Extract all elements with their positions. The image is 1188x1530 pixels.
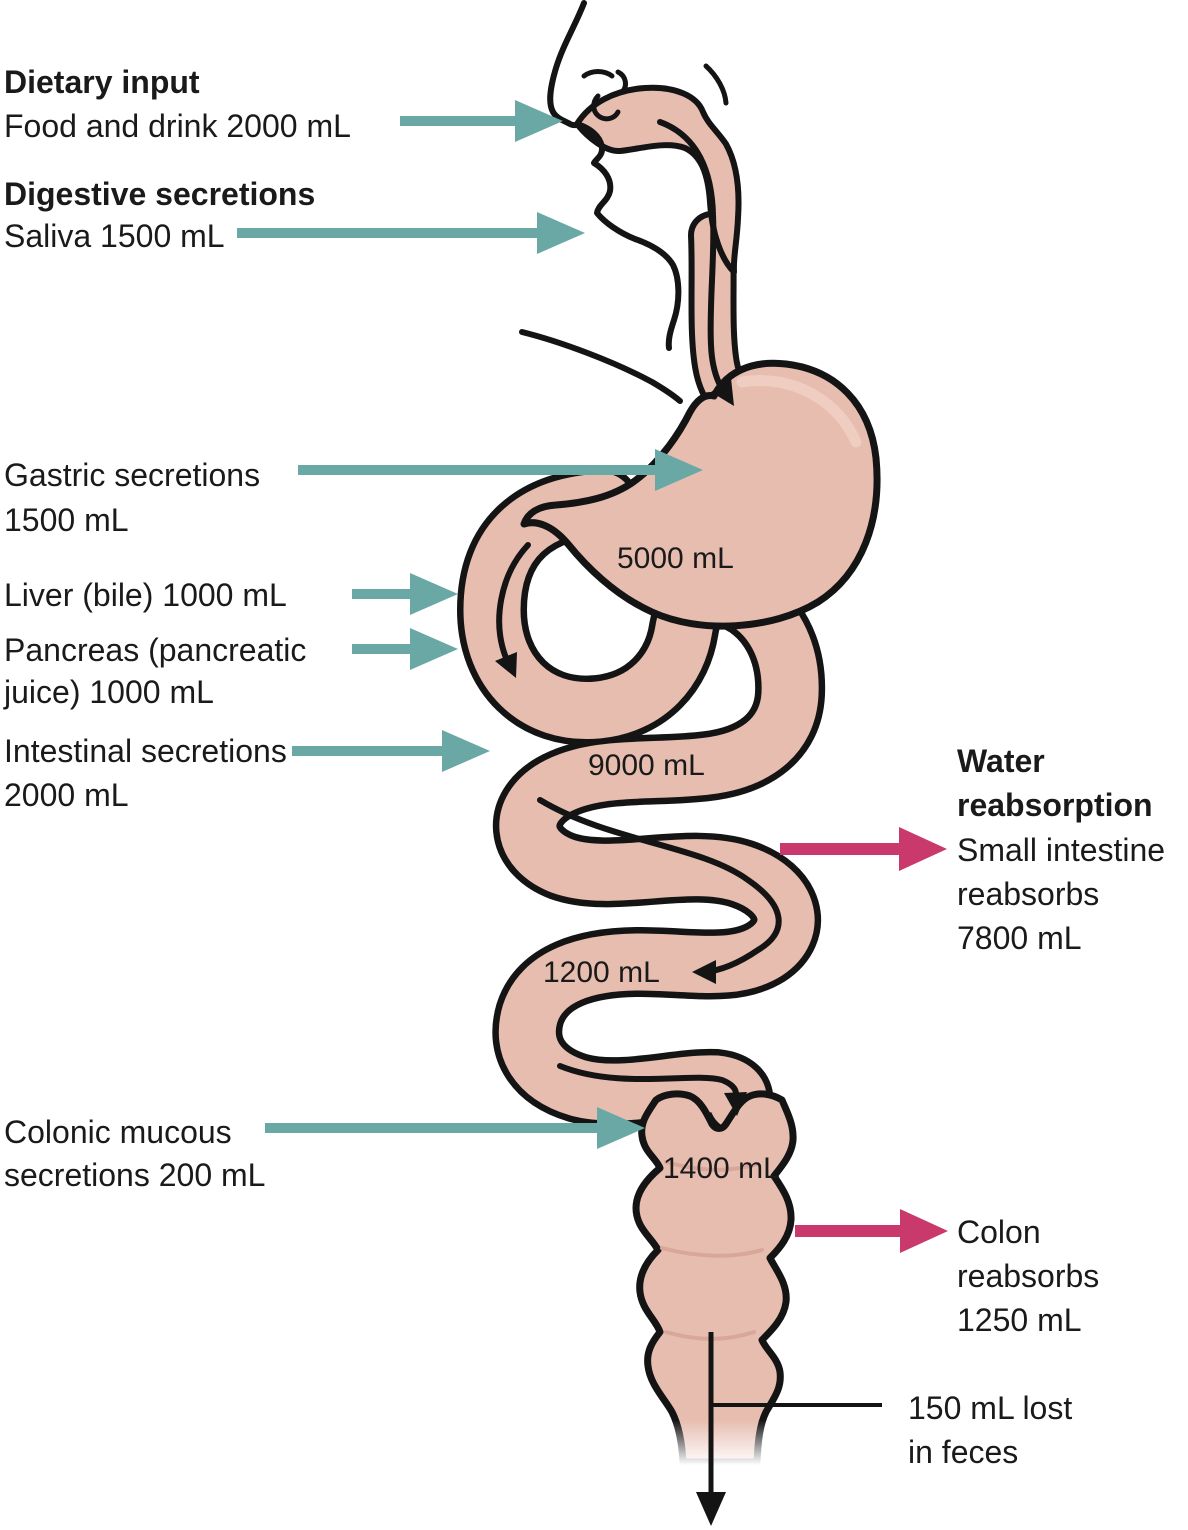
stomach-highlight [736,375,862,448]
small-intestine-reabsorb-arrow [780,827,947,871]
pancreas-label-line2: juice) 1000 mL [3,674,214,710]
flow-arrowheads [495,378,747,1116]
intestinal-arrow [292,730,490,772]
tract-volume-labels: 5000 mL 9000 mL 1200 mL 1400 mL [543,542,780,1185]
feces-label-line2: in feces [908,1434,1018,1470]
stomach-volume-label: 5000 mL [617,542,734,575]
colonic-label-line1: Colonic mucous [4,1114,232,1150]
intestinal-label-line1: Intestinal secretions [4,733,287,769]
small-intestine-reabsorb-line2: reabsorbs [957,876,1099,912]
food-drink-label: Food and drink 2000 mL [4,108,351,144]
small-intestine-tube [463,473,819,1131]
small-intestine-reabsorb-line3: 7800 mL [957,920,1082,956]
flow-duodenum [496,542,531,661]
water-reabsorption-heading-line2: reabsorption [957,787,1153,823]
liver-label: Liver (bile) 1000 mL [4,577,287,613]
colon-reabsorb-line3: 1250 mL [957,1302,1082,1338]
flow-lines [496,119,782,1097]
gastric-label-line2: 1500 mL [4,502,129,538]
brow-curl-line [615,69,628,95]
colon-shape [632,1090,797,1466]
stomach-shape [520,359,881,630]
liver-arrow [352,573,458,615]
colon-haustra-creases [660,1160,764,1341]
gi-tract-illustration [457,0,882,1526]
ear-line [703,63,729,106]
flow-arrowhead-stomach [711,378,734,406]
feces-exit-arrowhead [696,1492,726,1526]
pancreas-arrow [352,628,458,670]
feces-label-line1: 150 mL lost [908,1390,1072,1426]
intestinal-label-line2: 2000 mL [4,777,129,813]
nostril-line [591,93,621,122]
colon-volume-label: 1400 mL [663,1152,780,1185]
colon-fade [636,1420,804,1480]
dietary-input-heading: Dietary input [4,64,200,100]
colonic-label-line2: secretions 200 mL [4,1157,265,1193]
flow-arrowhead-ileum-left [692,960,716,984]
colon-reabsorb-line2: reabsorbs [957,1258,1099,1294]
left-labels: Dietary input Food and drink 2000 mL Dig… [3,64,351,1193]
flow-esophagus [657,119,733,403]
pharynx-shape [574,84,742,275]
water-reabsorption-heading-line1: Water [957,743,1045,779]
shoulder-line [519,329,683,404]
reabsorption-arrows [780,827,948,1253]
face-profile-line [547,0,682,351]
gastric-arrow [298,449,703,491]
saliva-label: Saliva 1500 mL [4,218,225,254]
flow-arrowhead-colon-entry [724,1092,747,1116]
flow-ileum [557,1063,739,1097]
food-drink-arrow [400,100,563,142]
flow-arrowhead-duodenum [495,652,517,678]
colon-reabsorb-line1: Colon [957,1214,1041,1250]
small-intestine-reabsorb-line1: Small intestine [957,832,1165,868]
gastric-label-line1: Gastric secretions [4,457,260,493]
upper-intestine-volume-label: 9000 mL [588,749,705,782]
colonic-arrow [265,1107,645,1149]
flow-jejunum [537,797,782,975]
right-labels: Water reabsorption Small intestine reabs… [908,743,1165,1470]
eye-line [581,69,615,79]
lower-intestine-volume-label: 1200 mL [543,956,660,989]
head-profile [519,0,729,404]
digestive-secretions-heading: Digestive secretions [4,176,315,212]
colon-reabsorb-arrow [795,1209,948,1253]
secretion-arrows [237,100,703,1149]
pancreas-label-line1: Pancreas (pancreatic [4,632,306,668]
saliva-arrow [237,212,585,254]
